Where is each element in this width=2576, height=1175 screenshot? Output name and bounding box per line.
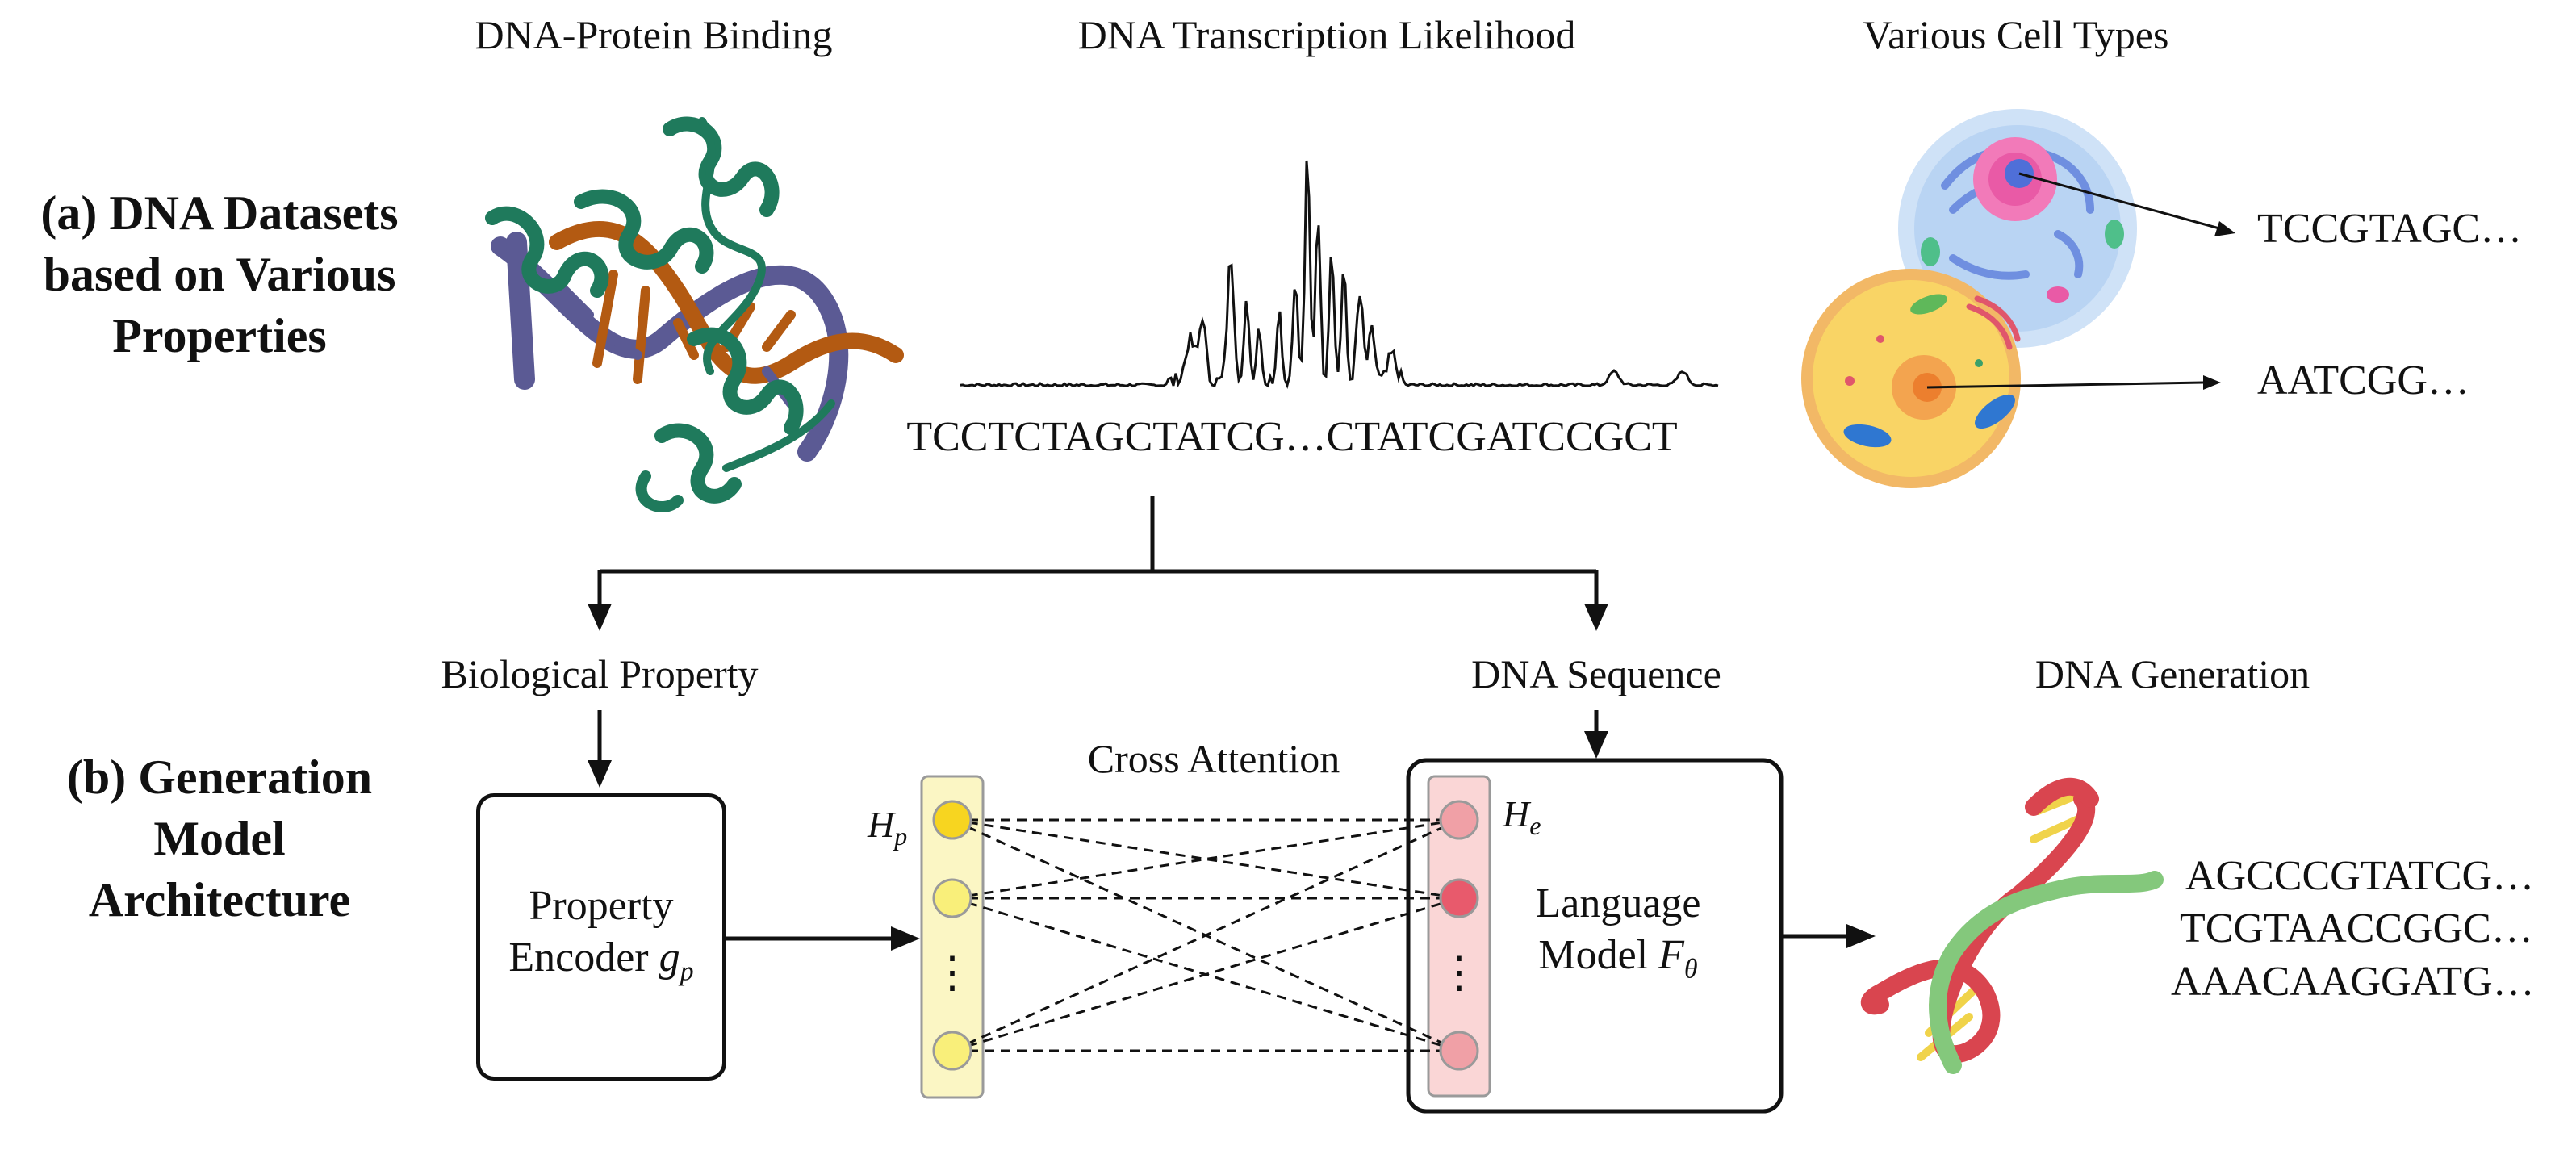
dna-sequence-label: DNA Sequence	[1471, 651, 1721, 696]
hp-node-n	[932, 1031, 972, 1071]
he-symbol: He	[1503, 792, 1541, 841]
split-connector	[588, 496, 1608, 631]
he-node-n	[1439, 1031, 1479, 1071]
section-a-line-2: based on Various	[43, 248, 396, 301]
lm-line-2: Model	[1538, 932, 1649, 978]
cell-seq-arrow-2	[1926, 375, 2221, 390]
section-b-line-3: Architecture	[88, 873, 351, 926]
he-symbol-sub: e	[1529, 811, 1541, 841]
protein-dna-structure-image	[485, 116, 904, 513]
dna-helix-image	[1860, 777, 2164, 1074]
encoder-line-2-row: Encoder gp	[508, 932, 693, 997]
transcription-sequence: TCCTCTAGCTATCG…CTATCGATCCGCT	[906, 414, 1678, 460]
section-a-line-1: (a) DNA Datasets	[40, 186, 399, 240]
lm-line-2-row: Model Fθ	[1535, 930, 1700, 995]
he-embedding-column	[1427, 775, 1491, 1098]
header-cell-types: Various Cell Types	[1863, 12, 2169, 57]
section-b-line-2: Model	[153, 812, 286, 865]
encoder-symbol-sub: p	[680, 956, 694, 987]
property-encoder-box	[476, 793, 726, 1081]
lm-line-1: Language	[1535, 880, 1701, 926]
arrow-property-to-encoder	[588, 710, 612, 788]
encoder-symbol: g	[659, 935, 680, 981]
section-b-title: (b) Generation Model Architecture	[67, 746, 372, 930]
language-model-box	[1406, 758, 1784, 1114]
generated-sequence-2: TCGTAACCGGC…	[2180, 905, 2533, 951]
encoder-line-1: Property	[529, 883, 674, 929]
hp-vdots: ⋮	[930, 948, 974, 997]
cell-sequence-2: AATCGG…	[2257, 358, 2469, 404]
header-transcription-likelihood: DNA Transcription Likelihood	[1077, 12, 1576, 57]
cross-attention-label: Cross Attention	[1087, 736, 1340, 781]
section-a-line-3: Properties	[112, 309, 327, 362]
arrow-encoder-to-hp	[725, 926, 920, 951]
property-encoder-text: Property Encoder gp	[508, 880, 693, 997]
cross-attention-lines	[951, 818, 1460, 1052]
transcription-signal-line	[960, 160, 1719, 389]
arrow-model-to-generation	[1782, 924, 1876, 948]
arrow-sequence-to-model	[1584, 710, 1608, 759]
language-model-text: Language Model Fθ	[1535, 878, 1700, 995]
section-b-line-1: (b) Generation	[66, 751, 373, 804]
generated-sequence-3: AAACAAGGATG…	[2171, 959, 2535, 1005]
hp-symbol-main: H	[868, 804, 895, 845]
he-node-2	[1439, 878, 1479, 918]
lm-symbol-sub: θ	[1683, 954, 1698, 985]
hp-embedding-column	[920, 775, 985, 1099]
hp-node-1	[932, 800, 972, 840]
section-a-title: (a) DNA Datasets based on Various Proper…	[40, 182, 398, 366]
he-node-1	[1439, 800, 1479, 840]
generated-sequence-1: AGCCCGTATCG…	[2185, 853, 2535, 899]
biological-property-label: Biological Property	[441, 651, 759, 696]
cell-seq-arrow-1	[2018, 172, 2235, 236]
he-vdots: ⋮	[1437, 948, 1481, 997]
he-symbol-main: H	[1503, 793, 1530, 834]
hp-symbol-sub: p	[894, 822, 908, 851]
header-dna-protein-binding: DNA-Protein Binding	[475, 12, 833, 57]
hp-node-2	[932, 878, 972, 918]
hp-symbol: Hp	[868, 803, 907, 851]
encoder-line-2: Encoder	[508, 935, 649, 981]
cell-sequence-1: TCCGTAGC…	[2257, 206, 2523, 252]
cells-image	[1801, 109, 2137, 488]
lm-symbol: F	[1658, 932, 1684, 978]
dna-generation-label: DNA Generation	[2034, 651, 2310, 696]
